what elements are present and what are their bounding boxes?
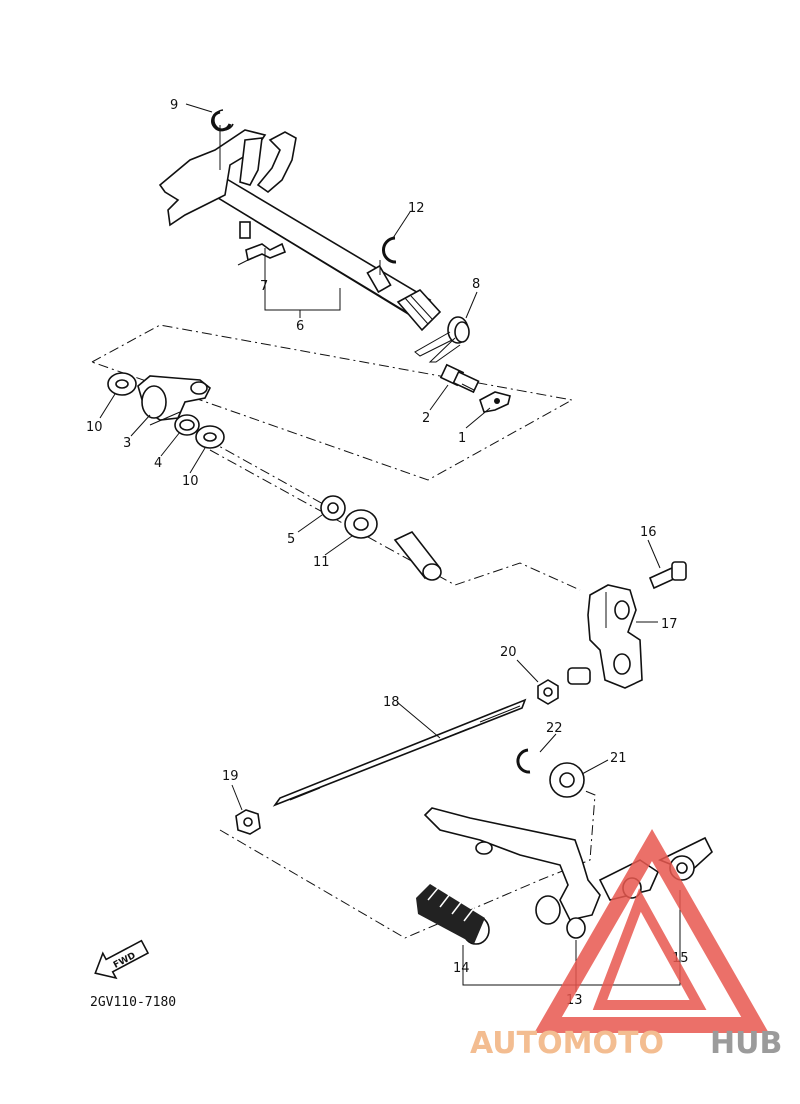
nut-20 (537, 679, 559, 705)
callout-10-lower: 10 (182, 474, 199, 489)
fwd-arrow-icon (94, 939, 150, 980)
callout-10-upper: 10 (86, 420, 103, 435)
nut-19 (235, 809, 261, 835)
bushing (393, 531, 442, 581)
callout-20: 20 (500, 645, 517, 660)
watermark-triangle-icon (534, 828, 769, 1033)
stopper-plate-1 (479, 391, 511, 413)
callout-14: 14 (453, 961, 470, 976)
bolt-16 (648, 561, 687, 590)
callout-21: 21 (610, 751, 627, 766)
shift-rod-18 (272, 698, 527, 807)
leader-lines (99, 103, 681, 992)
callout-2: 2 (422, 411, 430, 426)
watermark-word-hub: HUB (710, 1026, 782, 1061)
shift-arm-17 (567, 584, 643, 689)
callout-6: 6 (296, 319, 304, 334)
callout-7: 7 (260, 279, 268, 294)
circlip-12 (382, 236, 397, 264)
fwd-arrow: FWD (94, 939, 150, 980)
callout-22: 22 (546, 721, 563, 736)
shift-shaft-assembly (158, 129, 442, 332)
callout-labels: 9 12 7 6 8 2 1 10 3 4 10 5 11 16 17 20 1… (86, 98, 689, 1008)
callout-11: 11 (313, 555, 330, 570)
callout-9: 9 (170, 98, 178, 113)
callout-8: 8 (472, 277, 480, 292)
watermark-word-automoto: AUTOMOTO (470, 1026, 664, 1061)
callout-16: 16 (640, 525, 657, 540)
callout-19: 19 (222, 769, 239, 784)
callout-1: 1 (458, 431, 466, 446)
circlip-22 (516, 748, 531, 774)
circlip-9 (211, 109, 234, 132)
washers-5-11 (320, 495, 378, 539)
washer-21 (549, 762, 585, 798)
callout-5: 5 (287, 532, 295, 547)
callout-3: 3 (123, 436, 131, 451)
callout-17: 17 (661, 617, 678, 632)
bolt-2 (439, 363, 480, 394)
watermark-logo: AUTOMOTO HUB (470, 828, 782, 1061)
pedal-rubber-14 (416, 884, 490, 945)
torsion-spring-8 (414, 316, 470, 363)
callout-12: 12 (408, 201, 425, 216)
callout-4: 4 (154, 456, 162, 471)
shift-lever-group (107, 372, 225, 449)
callout-18: 18 (383, 695, 400, 710)
drawing-code: 2GV110-7180 (90, 995, 176, 1010)
